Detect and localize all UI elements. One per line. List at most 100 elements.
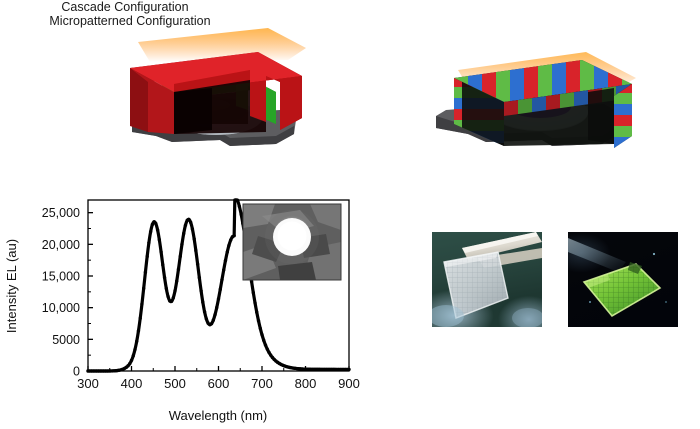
y-tick-label: 15,000 — [42, 270, 80, 284]
y-tick-label: 5000 — [52, 333, 80, 347]
data-point — [131, 354, 135, 358]
micropatterned-panel-title: Micropatterned Configuration — [49, 14, 211, 28]
data-point — [215, 305, 219, 310]
y-tick-label: 10,000 — [42, 301, 80, 315]
data-point — [347, 367, 351, 372]
data-point — [218, 287, 222, 292]
data-point — [169, 299, 174, 304]
data-point — [175, 279, 179, 283]
data-point — [232, 234, 236, 238]
data-point — [253, 301, 257, 305]
data-point — [188, 220, 193, 225]
data-point — [150, 222, 155, 227]
x-axis-tick-labels: 300 400 500 600 700 800 900 — [77, 376, 360, 391]
data-point — [267, 350, 271, 355]
micropatterned-device-svg — [436, 52, 636, 148]
data-point — [140, 302, 144, 306]
dust-speck — [589, 301, 591, 303]
x-tick-label: 400 — [121, 376, 143, 391]
x-tick-label: 800 — [295, 376, 317, 391]
data-point — [155, 228, 160, 232]
y-axis-ticks — [88, 212, 93, 372]
data-point — [143, 270, 148, 274]
data-point — [148, 229, 153, 234]
data-point — [161, 263, 165, 267]
data-point — [187, 217, 191, 222]
micropatterned-device-schematic — [418, 38, 664, 158]
data-point — [129, 358, 134, 363]
data-point — [192, 236, 196, 241]
data-point — [190, 227, 195, 231]
dust-speck — [652, 252, 656, 256]
x-tick-label: 300 — [77, 376, 99, 391]
data-point — [136, 329, 141, 333]
data-point — [211, 318, 215, 322]
data-point — [239, 212, 243, 216]
data-point — [262, 338, 266, 343]
film-photo-svg — [432, 232, 542, 327]
el-spectrum-chart: 0 5000 10,000 15,000 20,000 25,000 300 400 500 6… — [0, 182, 365, 429]
data-point — [171, 296, 175, 300]
micro-left-post — [454, 78, 504, 146]
cascade-glow — [138, 28, 306, 62]
fluorescing-film — [582, 262, 662, 318]
x-tick-label: 600 — [208, 376, 230, 391]
data-point — [183, 223, 188, 227]
x-tick-label: 700 — [251, 376, 273, 391]
data-point — [135, 339, 139, 343]
data-point — [227, 243, 231, 248]
cascade-device-schematic — [80, 26, 320, 158]
uv-excited-film-photo — [568, 232, 678, 327]
cascade-device-svg — [130, 28, 306, 146]
data-point — [180, 242, 184, 246]
data-point — [138, 316, 142, 321]
x-axis-title: Wavelength (nm) — [169, 408, 268, 423]
data-point — [194, 249, 198, 253]
uv-photo-svg — [568, 238, 667, 318]
data-point — [164, 286, 168, 291]
data-point — [228, 238, 233, 242]
data-point — [225, 250, 229, 254]
data-point — [154, 222, 158, 226]
data-point — [216, 297, 221, 301]
data-point — [147, 240, 151, 245]
data-point — [162, 275, 167, 280]
cascade-panel-title: Cascade Configuration — [61, 0, 189, 14]
data-point — [222, 268, 226, 272]
data-point — [159, 250, 163, 254]
y-tick-label: 20,000 — [42, 238, 80, 252]
data-point — [195, 262, 200, 266]
data-point — [199, 289, 203, 293]
y-tick-label: 0 — [73, 365, 80, 379]
data-point — [258, 326, 262, 330]
data-point — [251, 290, 255, 295]
data-point — [237, 204, 242, 209]
cascade-outer-cap-red — [130, 52, 302, 134]
data-point — [173, 289, 177, 293]
data-point — [213, 313, 217, 317]
data-point — [255, 310, 259, 315]
data-point — [204, 317, 209, 321]
data-point — [157, 238, 162, 242]
data-point — [235, 198, 240, 203]
y-axis-title: Intensity EL (au) — [4, 239, 19, 333]
data-point — [260, 333, 264, 337]
micropatterned-film-photo — [432, 232, 542, 327]
data-point — [265, 347, 269, 351]
spectrum-data-markers — [86, 198, 351, 373]
led-photo-inset — [242, 203, 342, 281]
data-point — [263, 343, 268, 347]
data-point — [209, 321, 214, 326]
data-point — [201, 300, 205, 305]
data-point — [176, 267, 181, 271]
data-point — [178, 254, 182, 259]
dust-speck — [665, 301, 667, 303]
y-axis-tick-labels: 0 5000 10,000 15,000 20,000 25,000 — [42, 206, 80, 378]
x-tick-label: 500 — [164, 376, 186, 391]
data-point — [197, 276, 202, 280]
el-spectrum-chart-svg: 0 5000 10,000 15,000 20,000 25,000 300 400 500 6… — [4, 198, 360, 423]
x-tick-label: 900 — [338, 376, 360, 391]
y-tick-label: 25,000 — [42, 206, 80, 220]
data-point — [202, 310, 207, 314]
bokeh-highlight-left — [432, 305, 464, 327]
